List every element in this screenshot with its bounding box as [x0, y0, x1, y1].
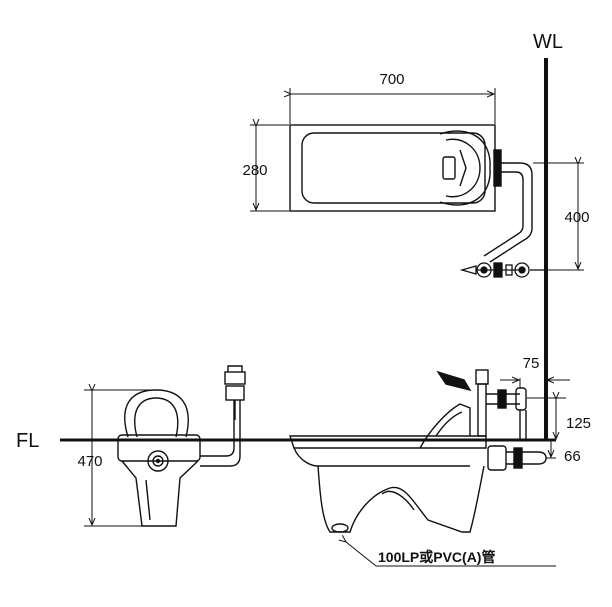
inlet-height-dimension: 125 — [527, 398, 591, 439]
drain-pipe-callout: 100LP或PVC(A)管 — [346, 542, 556, 567]
outlet-height-value: 66 — [564, 448, 581, 465]
tank-height-value: 280 — [242, 162, 267, 179]
floor-line-label: FL — [16, 430, 39, 452]
valve-offset-value: 75 — [523, 355, 540, 372]
floor-line: FL — [16, 430, 556, 452]
wall-line-label: WL — [533, 31, 563, 53]
side-height-value: 470 — [77, 453, 102, 470]
inlet-height-value: 125 — [566, 415, 591, 432]
flush-tank — [289, 124, 502, 212]
outlet-height-dimension: 66 — [546, 441, 581, 465]
tank-mount-height-value: 400 — [564, 209, 589, 226]
drain-pipe-note: 100LP或PVC(A)管 — [378, 549, 495, 565]
squat-pan — [289, 369, 547, 533]
angle-valve-assembly — [459, 262, 545, 278]
flush-pipe — [483, 162, 533, 263]
tank-mount-height-dimension: 400 — [533, 163, 590, 271]
valve-offset-dimension: 75 — [500, 355, 570, 388]
tank-width-value: 700 — [379, 71, 404, 88]
tank-width-dimension: 700 — [290, 71, 496, 124]
tank-height-dimension: 280 — [242, 125, 289, 212]
toilet-side-view — [117, 365, 246, 527]
side-height-dimension: 470 — [77, 390, 150, 527]
